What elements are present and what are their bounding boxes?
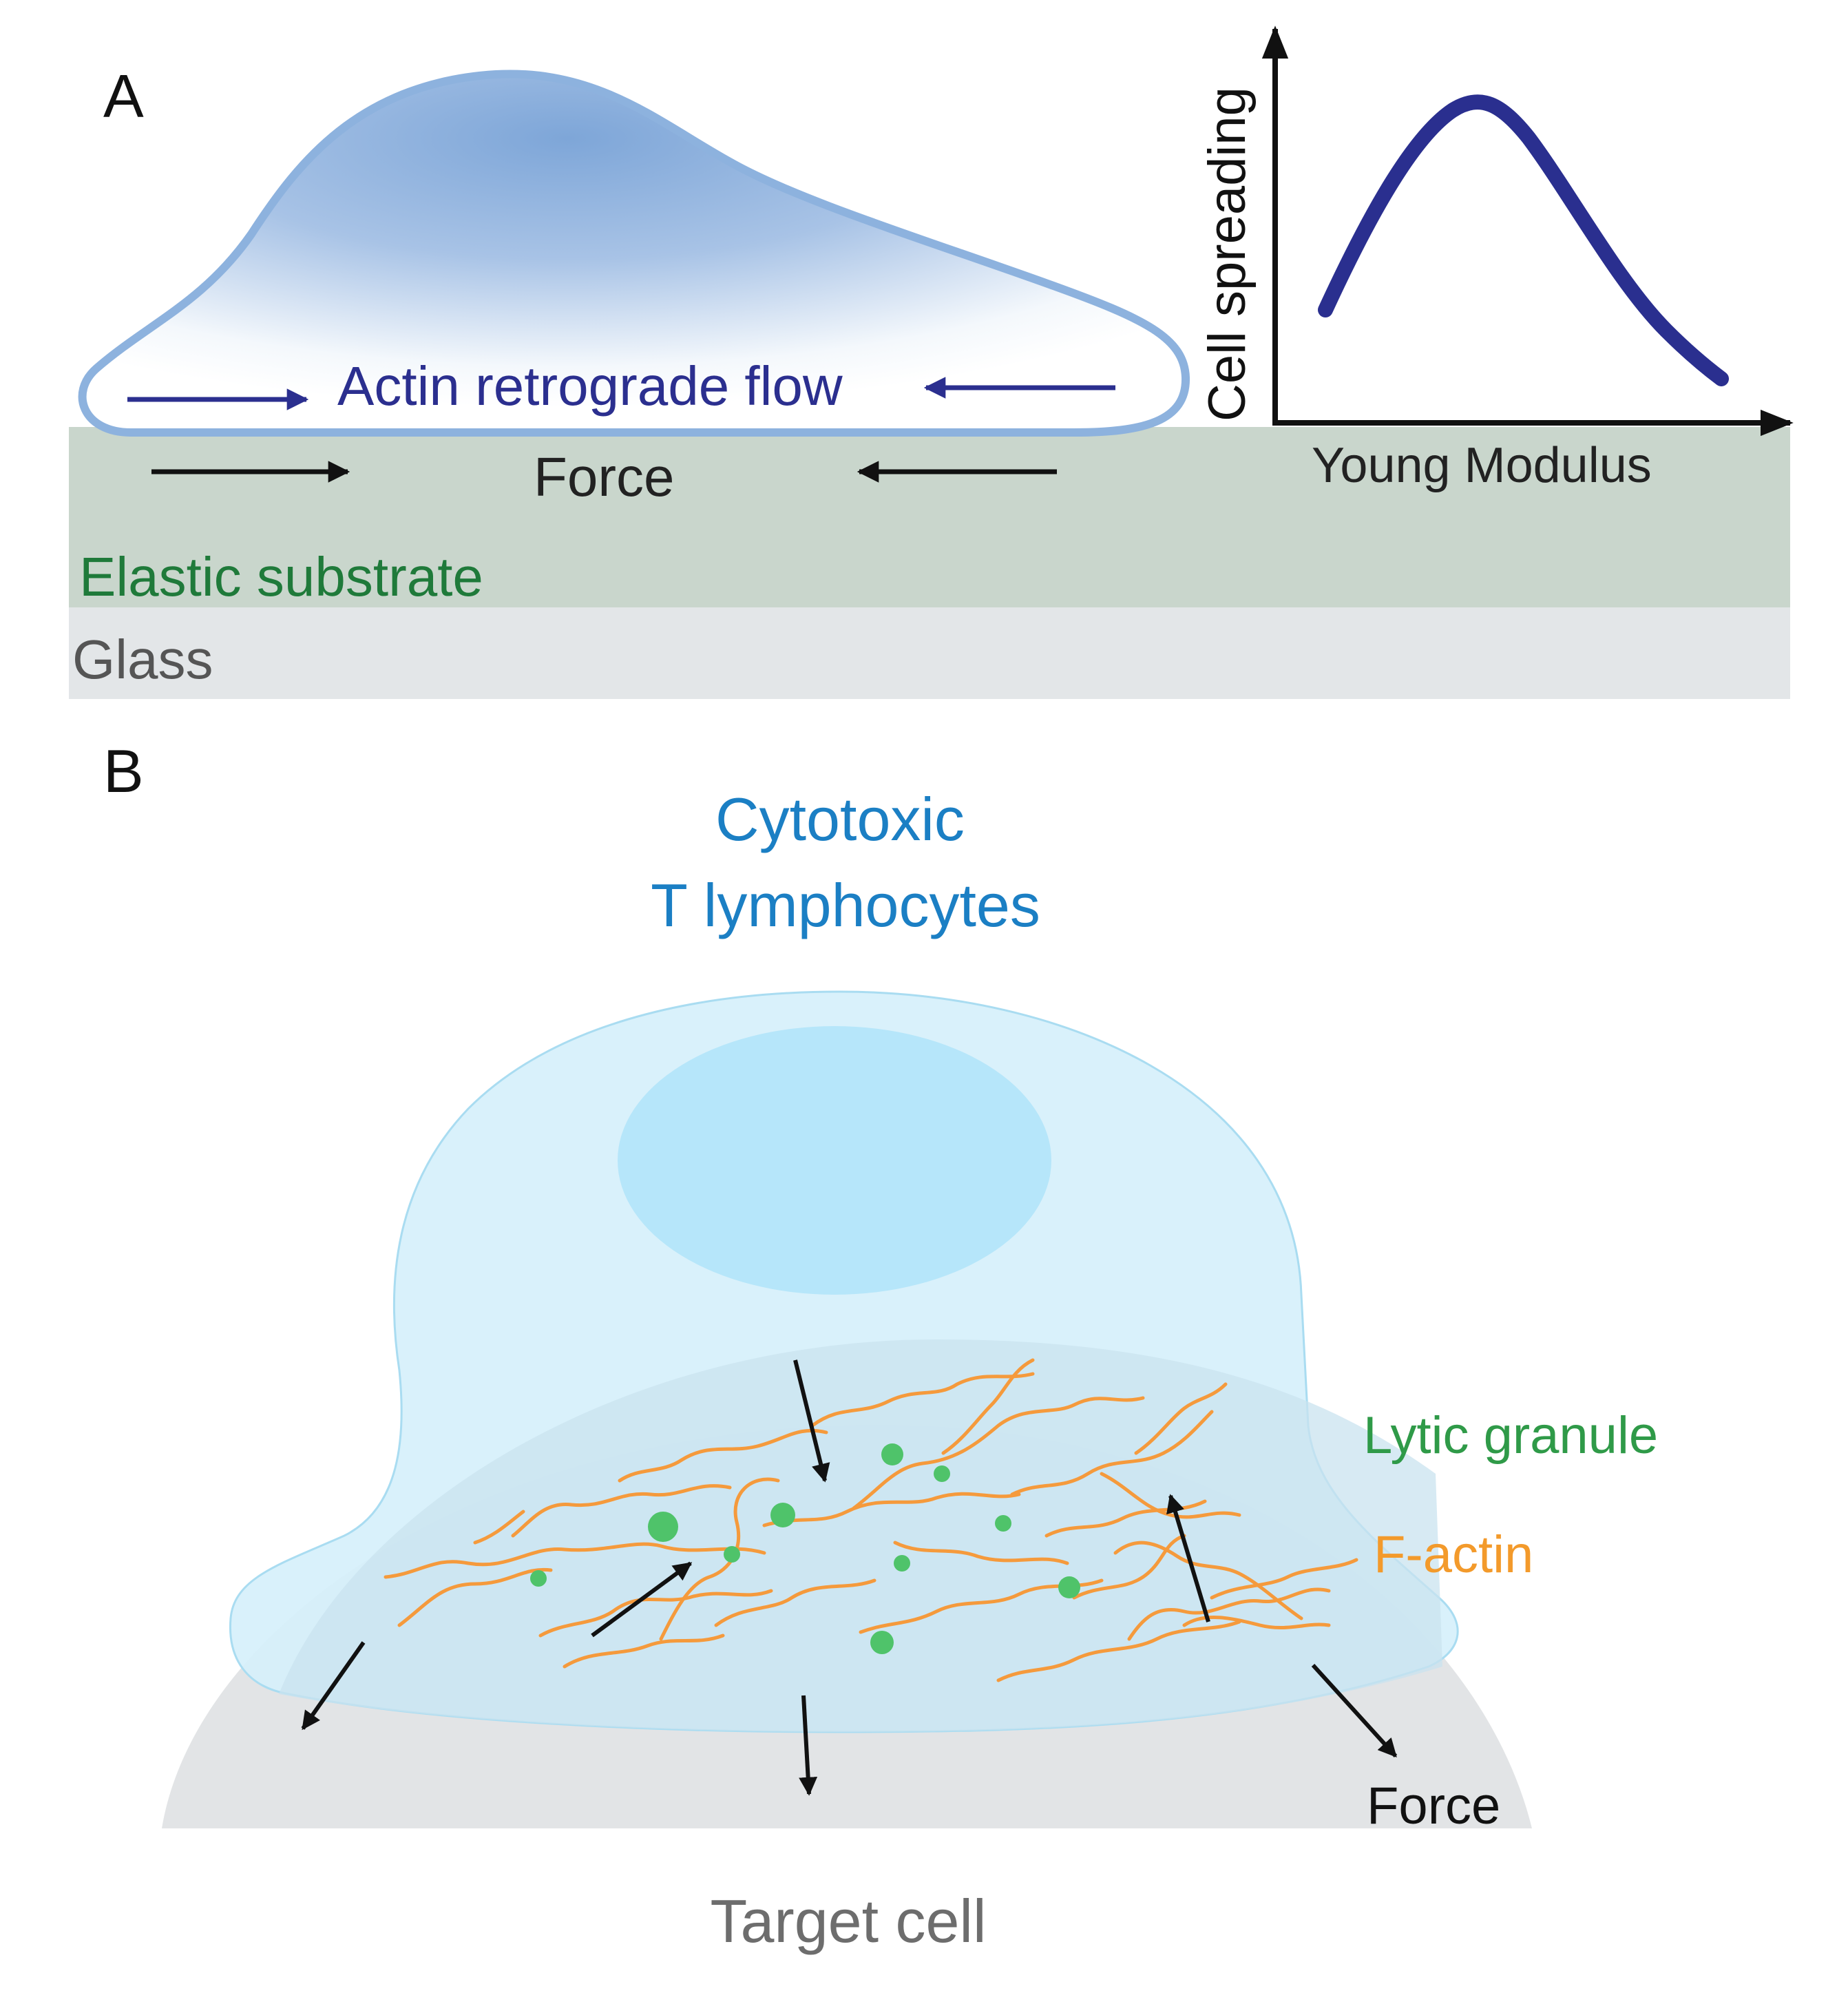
actin-filament <box>538 1589 773 1638</box>
lytic-granule <box>934 1465 950 1482</box>
actin-filament <box>996 1620 1241 1682</box>
elastic-substrate-label: Elastic substrate <box>79 546 483 607</box>
force-arrow <box>793 1359 830 1483</box>
lytic-granule <box>870 1631 894 1654</box>
force-arrow <box>1166 1494 1210 1622</box>
lytic-granule <box>1058 1576 1080 1598</box>
lytic-granule <box>995 1515 1011 1532</box>
actin-filament <box>1100 1472 1241 1519</box>
force-arrow <box>301 1641 366 1731</box>
actin-filament <box>810 1372 1035 1428</box>
actin-filament <box>397 1567 553 1627</box>
lytic-granule <box>724 1546 740 1563</box>
actin-filament <box>384 1542 766 1579</box>
f-actin-label: F-actin <box>1374 1525 1533 1584</box>
lytic-granule <box>894 1555 910 1572</box>
actin-filament <box>893 1541 1069 1565</box>
cytotoxic-title-line2: T lymphocytes <box>651 871 1040 939</box>
lytic-granules <box>530 1443 1080 1654</box>
actin-filament <box>473 1510 525 1545</box>
actin-filament <box>1210 1558 1358 1600</box>
actin-filament <box>563 1634 725 1669</box>
elastic-substrate-layer <box>69 427 1790 607</box>
panel-a-letter: A <box>103 62 144 130</box>
spreading-curve <box>1318 94 1729 386</box>
force-arrows-b <box>301 1359 1398 1796</box>
synapse-region <box>279 1339 1442 1732</box>
glass-layer <box>69 607 1790 699</box>
panel-b: B Cytotoxic T lymphocytes <box>103 737 1658 1955</box>
actin-filament <box>1113 1541 1303 1620</box>
lytic-granule-label: Lytic granule <box>1363 1406 1658 1465</box>
panel-b-letter: B <box>103 737 144 805</box>
lytic-granule <box>881 1443 903 1465</box>
force-arrow <box>799 1695 818 1796</box>
actin-filament <box>714 1578 876 1627</box>
actin-filament <box>618 1428 828 1483</box>
panel-a: Actin retrograde flow Force Elastic subs… <box>69 25 1794 699</box>
y-axis-label: Cell spreading <box>1198 87 1257 421</box>
lytic-granule <box>530 1570 547 1587</box>
target-cell-label: Target cell <box>710 1887 986 1955</box>
force-arrow <box>1311 1663 1398 1758</box>
actin-filament <box>1182 1616 1331 1630</box>
actin-filament <box>762 1492 1021 1527</box>
lytic-granule <box>770 1503 795 1527</box>
nucleus <box>618 1026 1051 1295</box>
actin-flow-label: Actin retrograde flow <box>337 355 843 417</box>
spreading-cell <box>78 70 1190 437</box>
actin-filament <box>1010 1410 1214 1496</box>
actin-filament <box>1134 1382 1228 1455</box>
actin-filament <box>1127 1587 1331 1641</box>
force-arrow <box>591 1561 693 1638</box>
force-label-b: Force <box>1367 1777 1500 1835</box>
actin-filament <box>852 1396 1145 1510</box>
cytotoxic-title-line1: Cytotoxic <box>715 785 965 853</box>
actin-filament <box>941 1358 1035 1455</box>
actin-filament <box>511 1484 732 1538</box>
lytic-granule <box>648 1512 678 1542</box>
inset-chart: Cell spreading Young Modulus <box>1198 25 1794 493</box>
glass-label: Glass <box>72 629 213 690</box>
force-label-a: Force <box>534 446 675 508</box>
x-axis-label: Young Modulus <box>1312 438 1652 493</box>
actin-filament <box>1072 1534 1186 1600</box>
